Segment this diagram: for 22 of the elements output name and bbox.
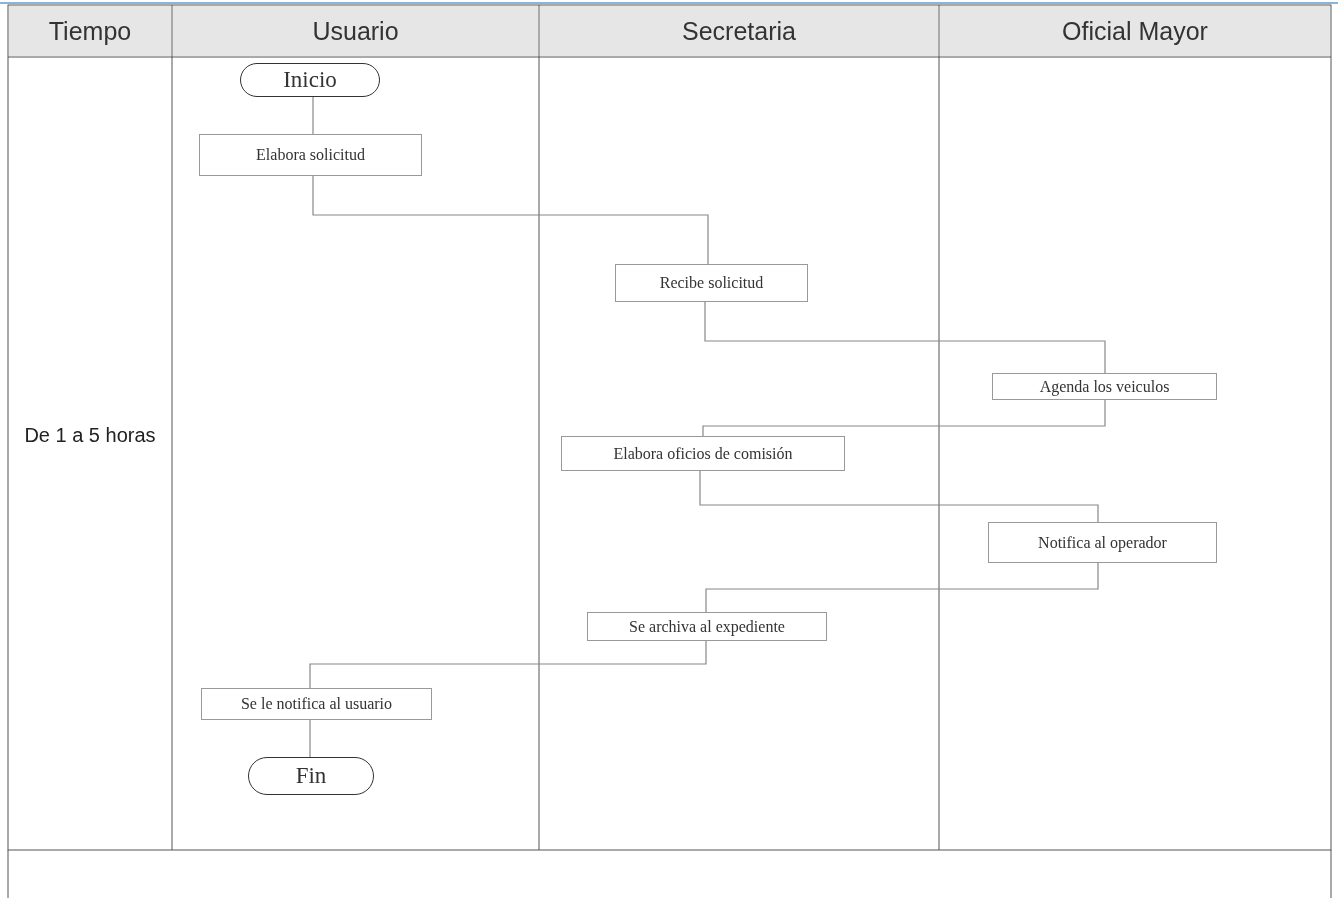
lane-header: Oficial Mayor (940, 6, 1330, 56)
connector-line (309, 640, 707, 689)
process-box: Elabora solicitud (199, 134, 422, 176)
lane-header: Tiempo (9, 6, 171, 56)
lane-header: Secretaria (540, 6, 938, 56)
terminal-shape: Inicio (240, 63, 380, 97)
terminal-shape: Fin (248, 757, 374, 795)
lane-header: Usuario (173, 6, 538, 56)
time-label: De 1 a 5 horas (23, 424, 157, 447)
connector-line (699, 470, 1099, 523)
process-box: Agenda los veiculos (992, 373, 1217, 400)
process-box: Se le notifica al usuario (201, 688, 432, 720)
connector-line (312, 96, 314, 135)
connector-line (705, 562, 1099, 613)
process-box: Se archiva al expediente (587, 612, 827, 641)
connector-line (702, 399, 1106, 437)
process-box: Elabora oficios de comisión (561, 436, 845, 471)
connector-line (312, 175, 709, 265)
connector-line (309, 719, 311, 758)
process-box: Notifica al operador (988, 522, 1217, 563)
connector-line (704, 301, 1106, 374)
process-box: Recibe solicitud (615, 264, 808, 302)
